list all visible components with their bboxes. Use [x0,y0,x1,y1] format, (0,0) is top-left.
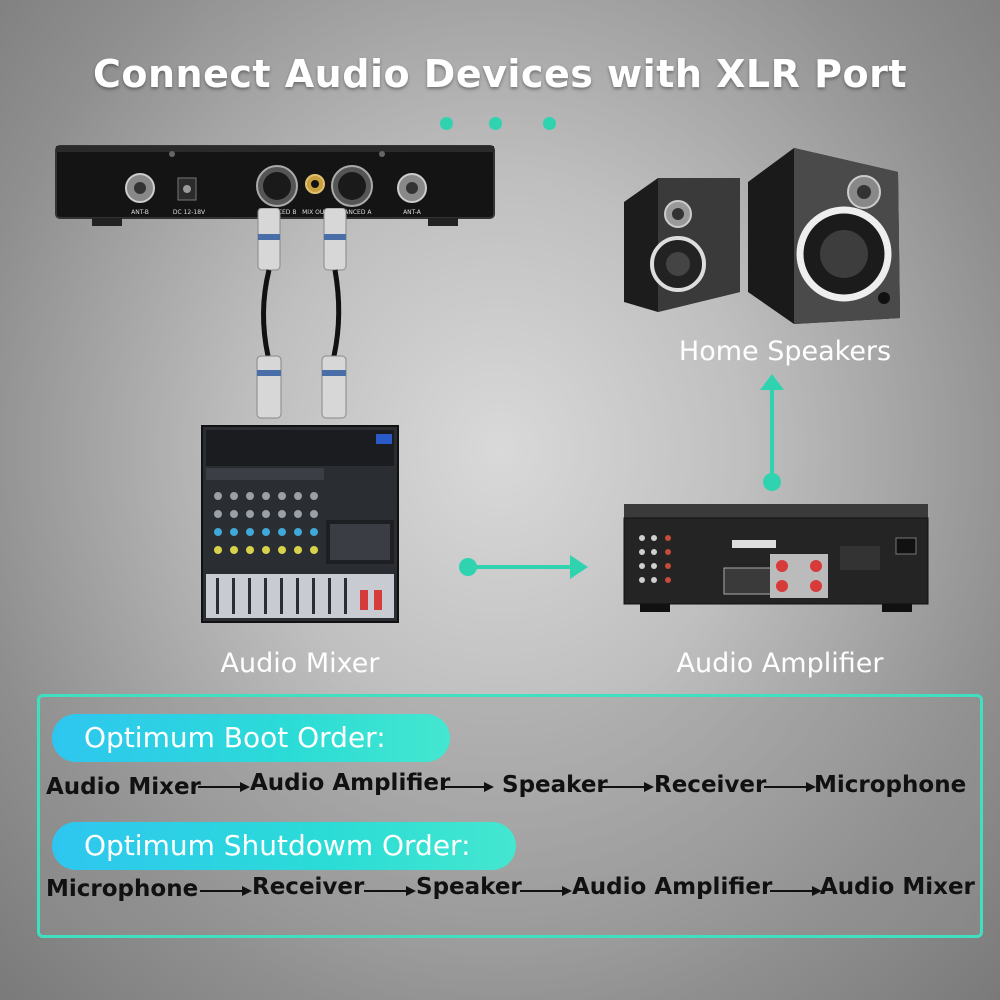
arrow-up [760,374,784,491]
boot-step: Microphone [814,772,967,798]
receiver-image: ANT-B DC 12-18V BALANCED B MIX OUT BALAN… [55,145,495,226]
shutdown-order-row: Microphone Receiver Speaker Audio Amplif… [46,874,976,908]
page-title: Connect Audio Devices with XLR Port [92,52,907,96]
boot-step: Receiver [654,772,767,798]
boot-step: Audio Mixer [46,774,201,800]
mixer-label: Audio Mixer [220,648,380,679]
arrow-right [459,555,588,579]
arrow-right-icon [764,782,816,792]
boot-step: Speaker [502,772,608,798]
shutdown-step: Audio Mixer [820,874,975,900]
shutdown-step: Microphone [46,876,199,902]
receiver-port-label: MIX OUT [302,209,328,216]
receiver-port-label: BALANCED A [333,209,373,216]
mixer-image [201,425,399,623]
arrow-right-icon [602,782,654,792]
decorative-dot [489,117,502,130]
xlr-cables-image [256,208,347,419]
speakers-image [624,148,900,324]
speakers-label: Home Speakers [678,336,892,367]
boot-order-row: Audio Mixer Audio Amplifier Speaker Rece… [46,770,976,804]
amplifier-label: Audio Amplifier [676,648,884,679]
decorative-dot [543,117,556,130]
boot-order-heading: Optimum Boot Order: [52,714,450,762]
receiver-port-label: ANT-B [131,209,149,216]
receiver-port-label: DC 12-18V [173,209,206,216]
shutdown-step: Audio Amplifier [572,874,773,900]
shutdown-step: Speaker [416,874,522,900]
amplifier-image [623,504,929,612]
shutdown-step: Receiver [252,874,365,900]
arrow-right-icon [770,886,822,896]
boot-step: Audio Amplifier [250,770,451,796]
receiver-port-label: ANT-A [403,209,422,216]
shutdown-order-heading: Optimum Shutdowm Order: [52,822,516,870]
arrow-right-icon [364,886,416,896]
decorative-dot [440,117,453,130]
arrow-right-icon [198,782,250,792]
arrow-right-icon [200,886,252,896]
arrow-right-icon [442,782,494,792]
arrow-right-icon [520,886,572,896]
